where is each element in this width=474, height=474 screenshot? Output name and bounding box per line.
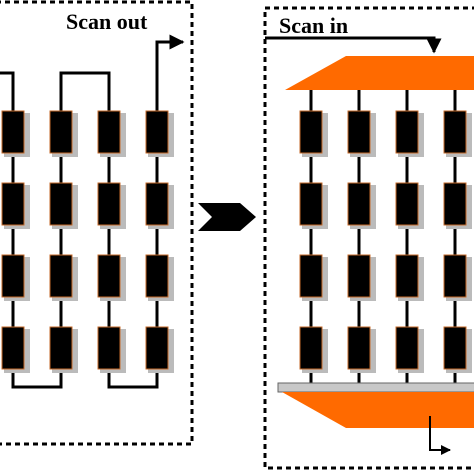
top-orange-block [285, 56, 474, 90]
scan-out-cell-r3-c1 [1, 254, 30, 301]
scan-out-bottom-wire [429, 416, 451, 455]
scan-out-label: Scan out [66, 9, 148, 34]
bottom-orange-block [282, 392, 474, 428]
scan-in-cell-r2-c2 [347, 182, 376, 229]
scan-in-panel: Scan in [263, 6, 474, 470]
scan-in-cell-r3-c3 [395, 254, 424, 301]
scan-out-cell-r1-c2 [49, 110, 78, 157]
scan-out-cell-r4-c4 [145, 326, 174, 373]
scan-in-cell-r3-c2 [347, 254, 376, 301]
scan-in-label: Scan in [279, 13, 348, 38]
transition-arrow-icon [198, 203, 256, 231]
scan-in-cell-r2-c3 [395, 182, 424, 229]
scan-out-cell-r3-c4 [145, 254, 174, 301]
scan-out-cell-r1-c4 [145, 110, 174, 157]
scan-out-cell-r2-c3 [97, 182, 126, 229]
scan-out-cell-r1-c3 [97, 110, 126, 157]
scan-in-cell-r1-c3 [395, 110, 424, 157]
scan-in-cell-r2-c1 [299, 182, 328, 229]
scan-out-cell-r3-c2 [49, 254, 78, 301]
scan-in-cell-r1-c4 [443, 110, 472, 157]
scan-out-cell-r1-c1 [1, 110, 30, 157]
scan-out-cell-r2-c2 [49, 182, 78, 229]
scan-in-cell-r2-c4 [443, 182, 472, 229]
scan-out-cells [1, 110, 174, 373]
scan-in-cell-r4-c4 [443, 326, 472, 373]
scan-out-panel: Scan out [0, 0, 194, 446]
scan-in-cell-r4-c3 [395, 326, 424, 373]
scan-in-cell-r3-c1 [299, 254, 328, 301]
scan-in-column-wires [309, 90, 457, 383]
scan-in-cell-r4-c1 [299, 326, 328, 373]
scan-in-cell-r1-c1 [299, 110, 328, 157]
scan-in-cell-r4-c2 [347, 326, 376, 373]
scan-in-border [263, 6, 474, 470]
scan-out-border [0, 0, 194, 446]
scan-out-cell-r4-c1 [1, 326, 30, 373]
scan-out-cell-r4-c2 [49, 326, 78, 373]
scan-in-wire [265, 36, 442, 54]
scan-in-cell-r1-c2 [347, 110, 376, 157]
scan-out-cell-r3-c3 [97, 254, 126, 301]
gray-bar [277, 382, 474, 393]
scan-in-cell-r3-c4 [443, 254, 472, 301]
scan-out-cell-r2-c1 [1, 182, 30, 229]
scan-out-cell-r2-c4 [145, 182, 174, 229]
scan-out-cell-r4-c3 [97, 326, 126, 373]
scan-in-cells [299, 110, 472, 373]
